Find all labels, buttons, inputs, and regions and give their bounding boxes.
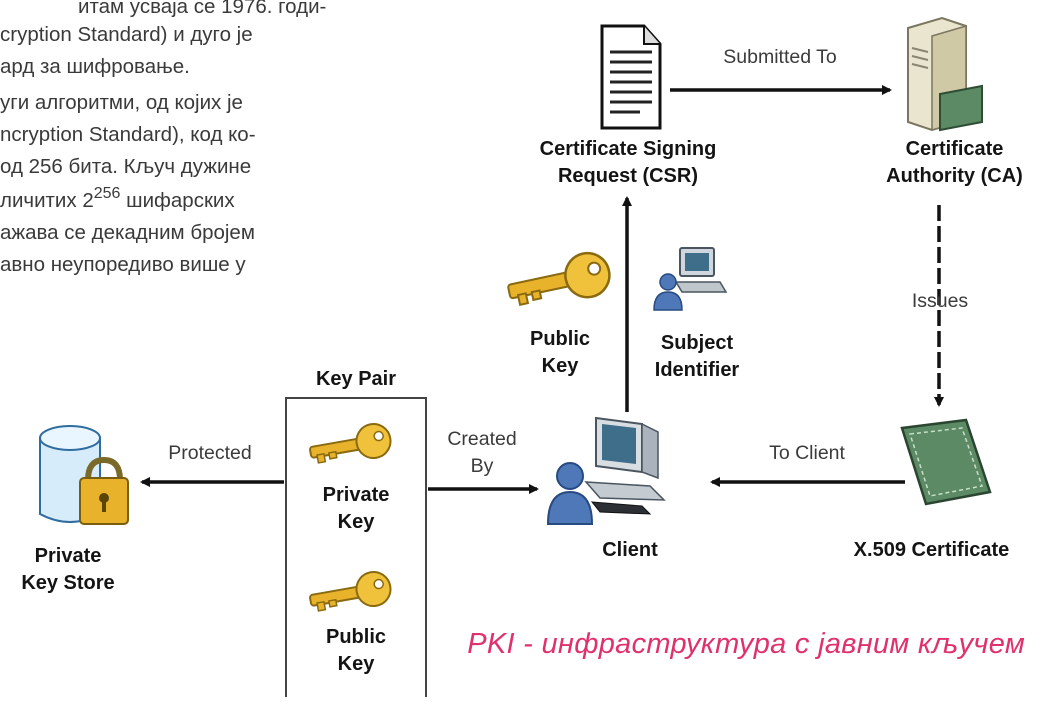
body-text-line: cryption Standard) и дуго је [0, 23, 253, 46]
key-pair-title: Key Pair [315, 368, 397, 390]
server-icon [907, 16, 983, 132]
ca-label: Certificate Authority (CA) [872, 136, 1037, 190]
key-icon-public-pair [309, 571, 392, 612]
private-key-store-label-line: Private [34, 545, 102, 567]
ca-label-line: Certificate [905, 138, 1004, 160]
subject-identifier-label-line: Identifier [654, 359, 740, 381]
body-text-segment: личитих 2 [0, 189, 94, 212]
subject-identifier-icon [653, 247, 728, 311]
private-key-label: Private Key [285, 482, 427, 536]
key-icon-private [309, 423, 392, 464]
body-text-line: итам усваја се 1976. годи- [78, 0, 327, 18]
private-key-label-line: Private [322, 484, 390, 506]
edge-label-submitted-to: Submitted To [723, 46, 837, 68]
edge-label-created-by-line: Created [447, 428, 517, 450]
public-key-top-label-line: Public [529, 328, 590, 350]
edge-label-created-by-line: By [470, 455, 494, 477]
figure-caption: PKI - инфраструктура с јавним кључем [467, 628, 1025, 660]
public-key-pair-label-line: Public [325, 626, 386, 648]
document-icon [600, 24, 662, 130]
csr-label-line: Certificate Signing [539, 138, 717, 160]
public-key-pair-label: Public Key [285, 624, 427, 678]
client-label: Client [602, 539, 658, 561]
private-key-label-line: Key [337, 511, 375, 533]
public-key-top-label: Public Key [510, 326, 610, 380]
body-text-line-power: личитих 2256 шифарских [0, 186, 235, 216]
edge-label-created-by: Created By [434, 426, 530, 480]
body-text-line: авно неупоредиво више у [0, 253, 246, 276]
body-text-line: уги алгоритми, од којих је [0, 91, 243, 114]
key-pair-container [285, 397, 427, 697]
key-icon-public [507, 251, 611, 307]
edge-label-to-client: To Client [769, 442, 845, 464]
csr-label-line: Request (CSR) [557, 165, 698, 187]
body-text-line: ажава се декадним бројем [0, 221, 255, 244]
exponent-256: 256 [93, 185, 121, 202]
certificate-label: X.509 Certificate [853, 539, 1010, 561]
edge-label-issues: Issues [911, 290, 969, 312]
body-text-line: ncryption Standard), код ко- [0, 123, 256, 146]
subject-identifier-label-line: Subject [660, 332, 734, 354]
public-key-top-label-line: Key [541, 355, 579, 377]
edge-label-protected: Protected [168, 442, 252, 464]
body-text-segment: шифарских [120, 189, 235, 212]
subject-identifier-label: Subject Identifier [638, 330, 756, 384]
client-computer-icon [546, 416, 666, 525]
csr-label: Certificate Signing Request (CSR) [512, 136, 744, 190]
database-lock-icon [39, 425, 129, 525]
ca-label-line: Authority (CA) [886, 165, 1023, 187]
certificate-icon [900, 418, 992, 506]
body-text-line: од 256 бита. Кључ дужине [0, 155, 252, 178]
body-text-line: ард за шифровање. [0, 55, 190, 78]
public-key-pair-label-line: Key [337, 653, 375, 675]
private-key-store-label: Private Key Store [0, 543, 136, 597]
private-key-store-label-line: Key Store [21, 572, 115, 594]
